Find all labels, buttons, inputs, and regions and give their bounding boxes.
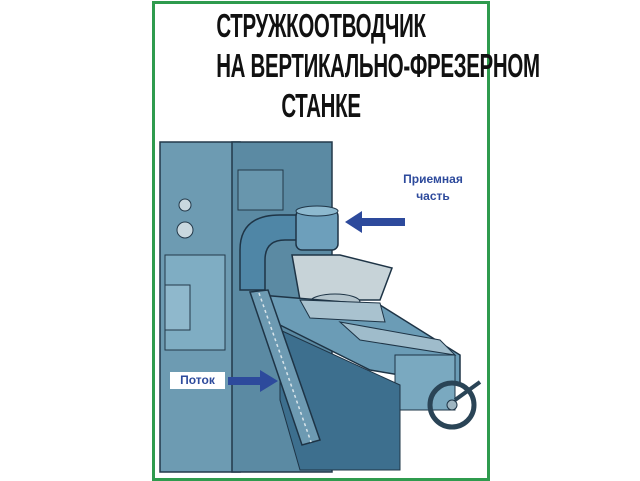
label-receiving-part: Приемная часть xyxy=(388,171,478,205)
title-line-1: СТРУЖКООТВОДЧИК xyxy=(216,7,426,44)
vise xyxy=(291,254,393,301)
label-receiving-part-line1: Приемная xyxy=(403,172,463,186)
title-line-3: СТАНКЕ xyxy=(281,87,361,124)
arrow-flow xyxy=(228,370,278,392)
label-flow: Поток xyxy=(170,372,225,389)
handwheel-handle xyxy=(453,380,482,402)
poster-title: СТРУЖКООТВОДЧИК НА ВЕРТИКАЛЬНО-ФРЕЗЕРНОМ… xyxy=(152,6,540,126)
label-receiving-part-line2: часть xyxy=(416,189,450,203)
panel-window xyxy=(164,284,191,331)
knob xyxy=(176,221,194,239)
receiving-cup-top xyxy=(295,205,339,217)
knob xyxy=(178,198,192,212)
motor-box xyxy=(237,169,284,211)
table-top xyxy=(299,299,386,323)
handwheel xyxy=(427,380,477,430)
handwheel-hub xyxy=(446,399,458,411)
arrow-receiving-part xyxy=(345,211,405,233)
trough-edge xyxy=(258,292,312,443)
